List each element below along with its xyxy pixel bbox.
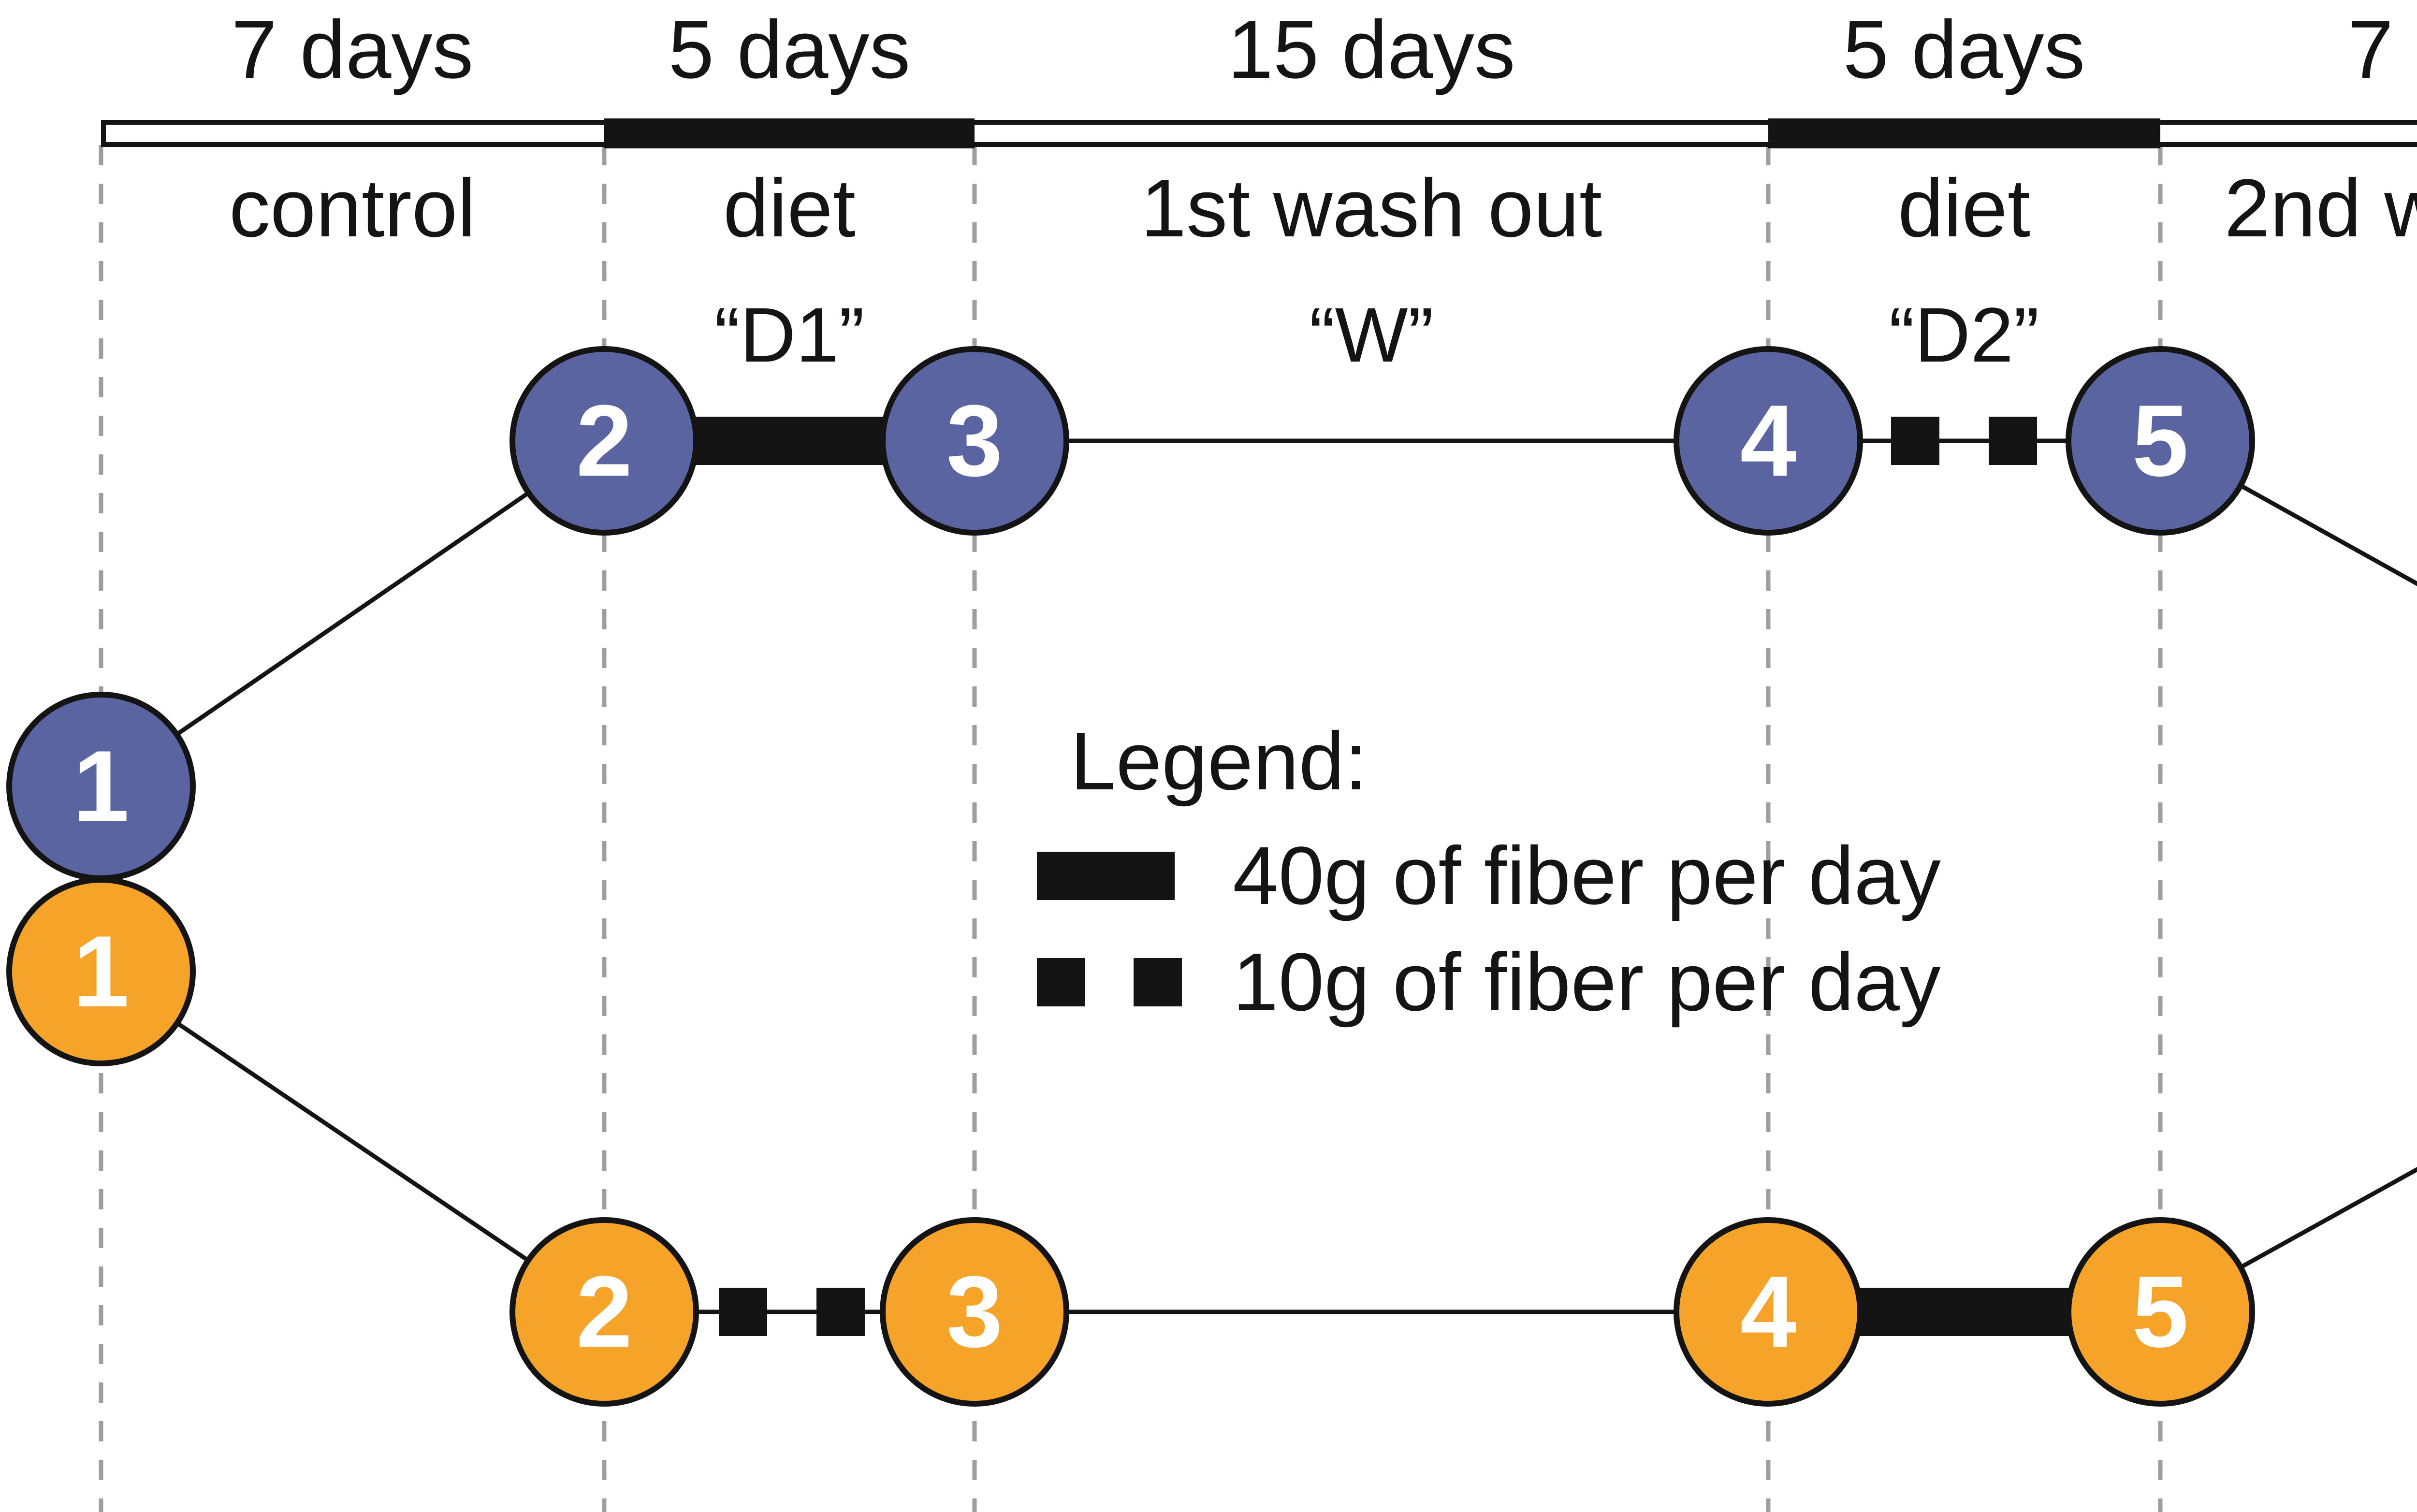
node-blue-3: 3 — [880, 346, 1069, 536]
fiber-10g-square-blue-b — [1989, 417, 2037, 465]
legend-title: Legend: — [1070, 715, 1368, 807]
node-orange-1: 1 — [6, 877, 196, 1066]
fiber-10g-square-blue-a — [1891, 417, 1939, 465]
edge-orange-5-6 — [2159, 1167, 2417, 1314]
phase-code-label-w: “W” — [1309, 291, 1434, 378]
node-blue-4: 4 — [1674, 346, 1863, 536]
legend-40g-bar-icon — [1037, 852, 1175, 900]
node-blue-2: 2 — [510, 346, 699, 536]
fiber-10g-square-orange-b — [816, 1288, 865, 1336]
phase-duration-label: 7 days — [2347, 4, 2417, 96]
legend-item-label-10g: 10g of fiber per day — [1233, 936, 1941, 1028]
legend-item-label-40g: 40g of fiber per day — [1233, 830, 1941, 922]
fiber-10g-square-orange-a — [719, 1288, 767, 1336]
node-orange-5: 5 — [2066, 1217, 2255, 1407]
phase-duration-label: 15 days — [1227, 4, 1515, 96]
timeline-diet-segment-d2 — [1768, 118, 2160, 148]
node-orange-2: 2 — [510, 1217, 699, 1407]
phase-name-label: 1st wash out — [1140, 162, 1602, 254]
legend-10g-square-icon — [1134, 958, 1182, 1006]
phase-duration-label: 7 days — [231, 4, 474, 96]
phase-name-label: diet — [723, 162, 856, 254]
edge-blue-5-6 — [2159, 439, 2417, 586]
phase-name-label: diet — [1897, 162, 2031, 254]
legend-10g-square-icon — [1037, 958, 1085, 1006]
phase-name-label: control — [229, 162, 476, 254]
node-orange-4: 4 — [1674, 1217, 1863, 1407]
timeline-diet-segment-d1 — [604, 118, 975, 148]
phase-code-label-d2: “D2” — [1889, 291, 2039, 378]
node-blue-1: 1 — [6, 692, 196, 881]
edge-orange-1-2 — [100, 970, 606, 1314]
node-orange-3: 3 — [880, 1217, 1069, 1407]
phase-duration-label: 5 days — [668, 4, 911, 96]
node-blue-5: 5 — [2066, 346, 2255, 536]
phase-duration-label: 5 days — [1843, 4, 2085, 96]
edge-blue-1-2 — [100, 439, 606, 788]
phase-name-label: 2nd wash out — [2224, 162, 2417, 254]
phase-code-label-d1: “D1” — [714, 291, 865, 378]
